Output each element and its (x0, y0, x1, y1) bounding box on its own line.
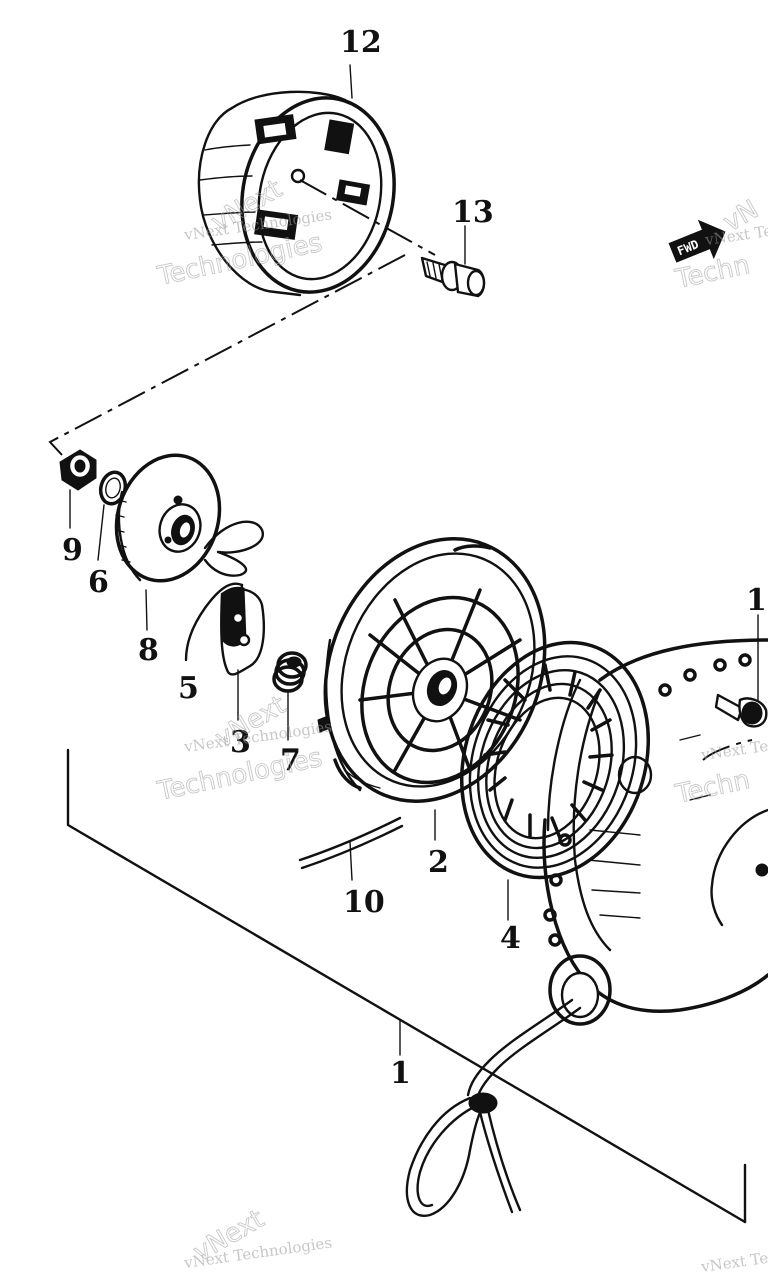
part-9-nut (59, 449, 97, 529)
part-2-reel (317, 537, 547, 841)
part-11-bolt (714, 614, 768, 728)
part-4-recoil-spring (459, 640, 651, 921)
part-7-pawl-spring (272, 651, 308, 741)
callout-11: 11 (746, 583, 768, 618)
starter-case (542, 638, 768, 1026)
callout-5: 5 (178, 671, 199, 706)
assembly-bracket (66, 748, 747, 1224)
part-3-pawl (220, 586, 265, 721)
callout-numbers: 12 13 9 6 8 5 3 7 2 10 4 11 1 (62, 25, 768, 1091)
watermark-text: Technologies (154, 228, 325, 292)
callout-10: 10 (343, 885, 385, 920)
callout-9: 9 (62, 533, 83, 568)
callout-1: 1 (390, 1056, 411, 1091)
callout-8: 8 (138, 633, 159, 668)
watermark-text: Techn (672, 765, 752, 810)
callout-4: 4 (500, 921, 521, 956)
fwd-arrow-icon: FWD (668, 219, 726, 263)
starter-rope-handle (399, 998, 582, 1217)
callout-12: 12 (340, 25, 382, 60)
callout-13: 13 (452, 195, 494, 230)
callout-6: 6 (88, 565, 109, 600)
part-8-ratchet-guide (114, 453, 264, 631)
part-10-rope (298, 816, 404, 881)
callout-3: 3 (230, 725, 251, 760)
callout-7: 7 (280, 743, 301, 778)
part-13-flange-bolt (420, 225, 486, 298)
watermark-text: vNext Te (699, 1249, 768, 1276)
callout-2: 2 (428, 845, 449, 880)
watermark-text: vNext Te (699, 737, 768, 764)
part-12-fan-pulley (197, 64, 396, 297)
watermarks: vNext Technologies Technologies vNext vN… (154, 174, 768, 1276)
